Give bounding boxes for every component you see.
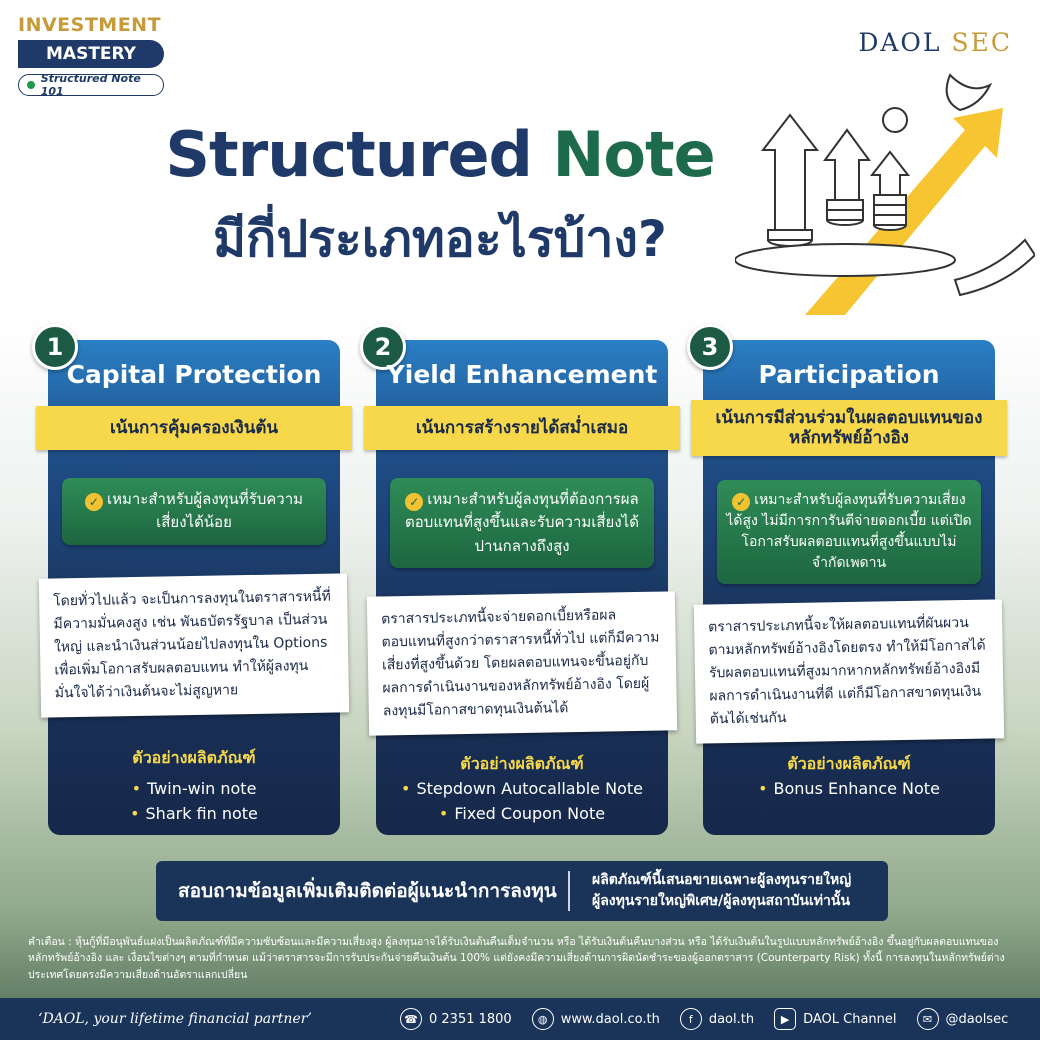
logo-sec: SEC	[951, 28, 1012, 57]
green-dot-icon	[27, 81, 35, 89]
example-item: •Fixed Coupon Note	[438, 804, 606, 823]
title-word-structured: Structured	[165, 118, 533, 191]
card-yield-enhancement: 2 Yield Enhancement เน้นการสร้างรายได้สม…	[360, 324, 680, 835]
risk-warning: คำเตือน : หุ้นกู้ที่มีอนุพันธ์แฝงเป็นผลิ…	[28, 936, 1005, 981]
tagline: ‘DAOL, your lifetime financial partner’	[38, 1011, 312, 1027]
footer-website[interactable]: ◍ www.daol.co.th	[531, 1008, 660, 1030]
page-title: Structured Note	[0, 118, 880, 191]
card-ribbon: เน้นการสร้างรายได้สม่ำเสมอ	[364, 406, 680, 450]
card-participation: 3 Participation เน้นการมีส่วนร่วมในผลตอบ…	[687, 324, 1007, 835]
brand-sub-text: Structured Note 101	[40, 72, 141, 98]
check-icon: ✓	[84, 493, 103, 512]
examples-list: •Stepdown Autocallable Note •Fixed Coupo…	[376, 776, 668, 826]
examples-list: •Twin-win note •Shark fin note	[48, 776, 340, 826]
suitability-box: ✓เหมาะสำหรับผู้ลงทุนที่ต้องการผลตอบแทนที…	[390, 478, 654, 568]
card-ribbon: เน้นการคุ้มครองเงินต้น	[36, 406, 352, 450]
suitability-text: เหมาะสำหรับผู้ลงทุนที่รับความเสี่ยงได้สู…	[726, 492, 972, 571]
card-description: ตราสารประเภทนี้จะให้ผลตอบแทนที่ผันผวนตาม…	[693, 599, 1005, 745]
suitability-box: ✓เหมาะสำหรับผู้ลงทุนที่รับความเสี่ยงได้ส…	[717, 480, 981, 584]
brand-mid-text: MASTERY	[18, 40, 164, 68]
card-number: 1	[32, 324, 78, 370]
example-item: •Bonus Enhance Note	[758, 779, 940, 798]
card-description: ตราสารประเภทนี้จะจ่ายดอกเบี้ยหรือผลตอบแท…	[366, 591, 678, 737]
footer-phone[interactable]: ☎ 0 2351 1800	[400, 1008, 512, 1030]
contact-text: สอบถามข้อมูลเพิ่มเติมติดต่อผู้แนะนำการลง…	[178, 880, 557, 902]
card-capital-protection: 1 Capital Protection เน้นการคุ้มครองเงิน…	[32, 324, 352, 835]
card-number: 3	[687, 324, 733, 370]
suitability-text: เหมาะสำหรับผู้ลงทุนที่รับความเสี่ยงได้น้…	[106, 490, 304, 532]
footer-facebook[interactable]: f daol.th	[679, 1008, 754, 1030]
example-item: •Stepdown Autocallable Note	[401, 779, 643, 798]
brand-top-text: INVESTMENT	[18, 14, 162, 36]
footer-bar: ‘DAOL, your lifetime financial partner’ …	[0, 998, 1040, 1040]
card-description: โดยทั่วไปแล้ว จะเป็นการลงทุนในตราสารหนี้…	[38, 573, 350, 719]
card-ribbon: เน้นการมีส่วนร่วมในผลตอบแทนของหลักทรัพย์…	[691, 400, 1007, 456]
logo-main: DAOL	[858, 28, 942, 57]
youtube-icon: ▶	[774, 1008, 797, 1030]
page-subtitle: มีกี่ประเภทอะไรบ้าง?	[213, 210, 667, 268]
examples-title: ตัวอย่างผลิตภัณฑ์	[787, 754, 911, 773]
title-word-note: Note	[552, 118, 715, 191]
brand-sub-tag: Structured Note 101	[18, 72, 164, 98]
eligibility-note: ผลิตภัณฑ์นี้เสนอขายเฉพาะผู้ลงทุนรายใหญ่ …	[592, 872, 852, 909]
globe-icon: ◍	[531, 1008, 554, 1030]
examples-list: •Bonus Enhance Note	[703, 776, 995, 801]
contact-bar: สอบถามข้อมูลเพิ่มเติมติดต่อผู้แนะนำการลง…	[156, 861, 888, 921]
card-title: Capital Protection	[66, 360, 322, 389]
daol-logo: DAOL SEC	[858, 28, 1012, 57]
examples-title: ตัวอย่างผลิตภัณฑ์	[132, 748, 256, 767]
check-icon: ✓	[732, 493, 751, 511]
divider	[568, 871, 570, 911]
card-number: 2	[360, 324, 406, 370]
card-title: Participation	[758, 360, 940, 389]
example-item: •Shark fin note	[130, 804, 258, 823]
footer-line[interactable]: ✉ @daolsec	[916, 1008, 1008, 1030]
card-title: Yield Enhancement	[386, 360, 658, 389]
suitability-box: ✓เหมาะสำหรับผู้ลงทุนที่รับความเสี่ยงได้น…	[62, 478, 326, 545]
phone-icon: ☎	[400, 1008, 422, 1030]
footer-youtube[interactable]: ▶ DAOL Channel	[774, 1008, 897, 1030]
line-icon: ✉	[916, 1008, 939, 1030]
series-badge: INVESTMENT MASTERY Structured Note 101	[18, 14, 168, 98]
example-item: •Twin-win note	[131, 779, 257, 798]
facebook-icon: f	[679, 1008, 702, 1030]
examples-title: ตัวอย่างผลิตภัณฑ์	[460, 754, 584, 773]
suitability-text: เหมาะสำหรับผู้ลงทุนที่ต้องการผลตอบแทนที่…	[405, 490, 639, 555]
investment-illustration-icon	[735, 73, 1035, 315]
check-icon: ✓	[405, 493, 424, 512]
